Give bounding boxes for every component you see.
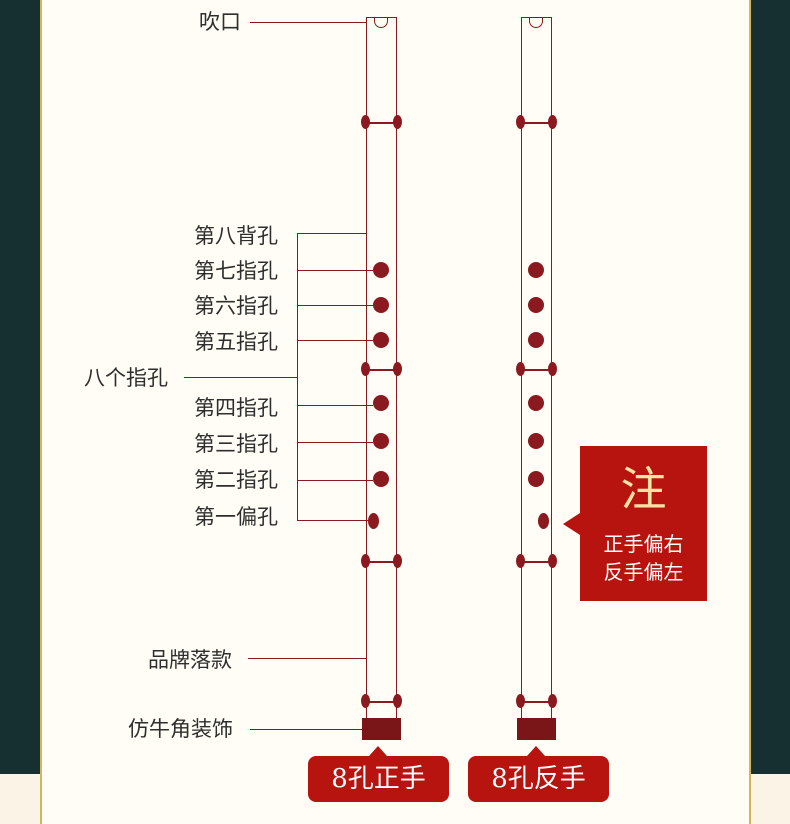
label-horn: 仿牛角装饰: [128, 717, 233, 741]
flute-right-joint-knob: [516, 694, 525, 708]
note-box: 注 正手偏右 反手偏左: [580, 446, 707, 601]
flute-right-hole-3: [528, 433, 544, 449]
leader-hole-3: [297, 442, 373, 443]
label-hole-8: 第八背孔: [194, 224, 278, 248]
flute-right-hole-4: [528, 395, 544, 411]
leader-hole-2: [297, 480, 373, 481]
leader-hole-5: [297, 340, 373, 341]
flute-left-joint-knob: [361, 362, 370, 376]
flute-left-joint-knob: [393, 362, 402, 376]
flute-right-hole-1: [538, 513, 549, 529]
flute-left-tag-pointer: [369, 746, 387, 756]
leader-hole-7: [297, 270, 373, 271]
leader-horn: [250, 729, 362, 730]
note-line-1: 正手偏右: [603, 532, 684, 556]
flute-left-joint: [366, 701, 397, 703]
label-hole-2: 第二指孔: [194, 468, 278, 492]
note-title: 注: [620, 462, 667, 516]
flute-left-tag: 8孔正手: [308, 756, 449, 802]
label-mouthpiece: 吹口: [199, 10, 241, 34]
note-pointer: [563, 513, 580, 535]
leader-hole-8: [297, 233, 367, 234]
flute-right-joint: [521, 561, 552, 563]
flute-right-hole-2: [528, 471, 544, 487]
flute-right-joint-knob: [548, 115, 557, 129]
flute-right-tag: 8孔反手: [468, 756, 609, 802]
flute-left-joint-knob: [393, 694, 402, 708]
label-hole-4: 第四指孔: [194, 396, 278, 420]
flute-left-horn-ornament: [362, 718, 401, 740]
flute-left-joint-knob: [361, 115, 370, 129]
leader-hole-6: [297, 305, 373, 306]
label-group: 八个指孔: [84, 366, 168, 390]
label-brand: 品牌落款: [148, 648, 232, 672]
flute-left-joint-knob: [361, 554, 370, 568]
group-bracket: [297, 233, 298, 521]
flute-right-mouthpiece: [529, 18, 543, 28]
leader-hole-4: [297, 405, 373, 406]
leader-brand: [248, 658, 366, 659]
flute-right-joint: [521, 369, 552, 371]
flute-right-joint: [521, 122, 552, 124]
label-hole-5: 第五指孔: [194, 330, 278, 354]
flute-right-hole-6: [528, 297, 544, 313]
flute-right-joint: [521, 701, 552, 703]
note-lines: 正手偏右 反手偏左: [580, 530, 707, 586]
flute-left-joint: [366, 561, 397, 563]
flute-left-hole-3: [373, 433, 389, 449]
flute-left-joint: [366, 369, 397, 371]
flute-left-joint: [366, 122, 397, 124]
flute-right-joint-knob: [516, 362, 525, 376]
flute-right-horn-ornament: [517, 718, 556, 740]
flute-right-hole-5: [528, 332, 544, 348]
flute-left-hole-1: [368, 513, 379, 529]
flute-left-joint-knob: [393, 115, 402, 129]
flute-left-hole-7: [373, 262, 389, 278]
flute-left-mouthpiece: [374, 18, 388, 28]
flute-right-joint-knob: [548, 694, 557, 708]
leader-mouthpiece: [250, 22, 366, 23]
flute-left-hole-6: [373, 297, 389, 313]
flute-left-joint-knob: [361, 694, 370, 708]
note-line-2: 反手偏左: [603, 560, 684, 584]
label-hole-1: 第一偏孔: [194, 505, 278, 529]
label-hole-3: 第三指孔: [194, 432, 278, 456]
flute-left-hole-5: [373, 332, 389, 348]
flute-left-hole-4: [373, 395, 389, 411]
flute-left-joint-knob: [393, 554, 402, 568]
flute-right-joint-knob: [548, 554, 557, 568]
flute-left-hole-2: [373, 471, 389, 487]
flute-right-hole-7: [528, 262, 544, 278]
label-hole-7: 第七指孔: [194, 259, 278, 283]
flute-right-joint-knob: [548, 362, 557, 376]
flute-right-tag-pointer: [527, 746, 545, 756]
leader-group: [184, 377, 297, 378]
label-hole-6: 第六指孔: [194, 294, 278, 318]
leader-hole-1: [297, 520, 368, 521]
flute-right-joint-knob: [516, 554, 525, 568]
flute-right-joint-knob: [516, 115, 525, 129]
